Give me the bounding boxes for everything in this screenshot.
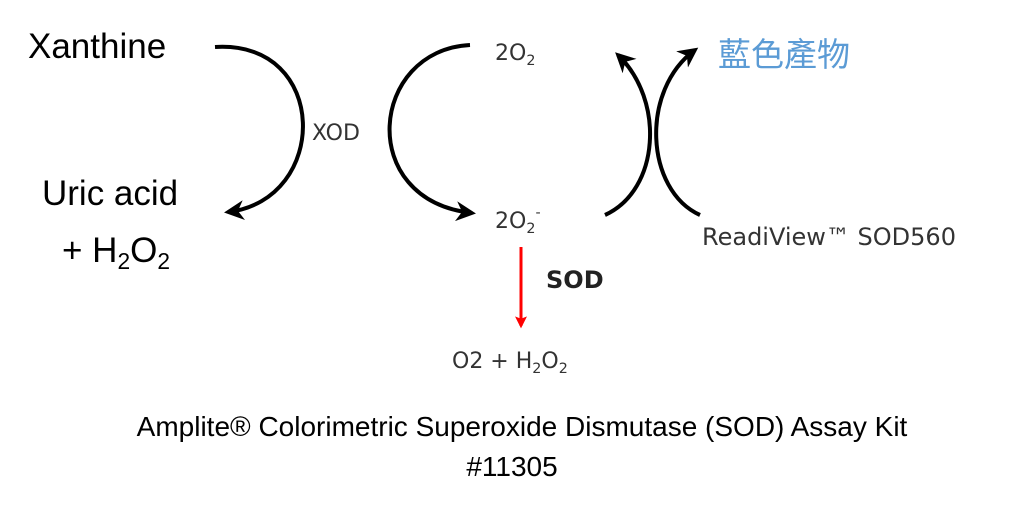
xanthine-to-uric-acid-arrow — [214, 44, 305, 221]
caption-title: Amplite® Colorimetric Superoxide Dismuta… — [137, 411, 908, 442]
uric-acid-label: Uric acid — [42, 174, 178, 213]
xod-enzyme-label: XOD — [312, 121, 360, 146]
h2o2-byproduct-label: + H2O2 — [62, 231, 170, 274]
superoxide-label: 2O2- — [495, 205, 541, 237]
substrate-xanthine: Xanthine — [28, 27, 166, 66]
blue-product-label: 藍色產物 — [718, 35, 850, 74]
oxygen-to-superoxide-arrow — [387, 43, 476, 222]
oxygen-label: 2O2 — [495, 41, 535, 69]
superoxide-to-product-arrow — [604, 52, 653, 217]
probe-to-product-arrow — [654, 47, 701, 217]
readiview-probe-label: ReadiView™ SOD560 — [702, 223, 956, 251]
sod-products-label: O2 + H2O2 — [452, 349, 568, 377]
caption-catalog-number: #11305 — [466, 451, 557, 482]
sod-enzyme-label: SOD — [546, 266, 604, 294]
